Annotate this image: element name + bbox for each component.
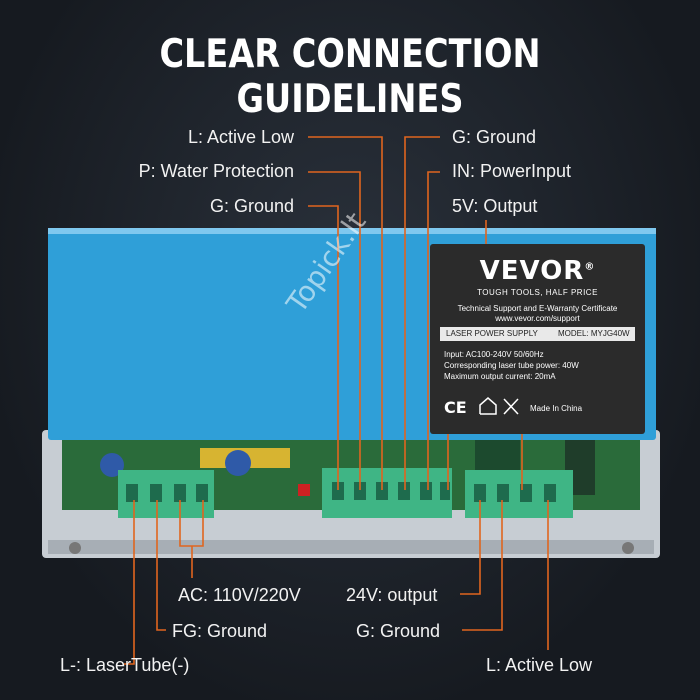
- label-url: www.vevor.com/support: [495, 314, 580, 323]
- screw-right: [622, 542, 634, 554]
- label-in-power-input: IN: PowerInput: [452, 161, 572, 181]
- casing-highlight: [48, 228, 656, 234]
- label-g-ground-right: G: Ground: [452, 127, 537, 147]
- label-l-active-low: L: Active Low: [187, 127, 294, 147]
- ce-mark: CE: [444, 398, 467, 417]
- label-support-line: Technical Support and E-Warranty Certifi…: [457, 304, 618, 313]
- capacitor-blue-2: [225, 450, 251, 476]
- screw-left: [69, 542, 81, 554]
- chassis-lip: [48, 540, 654, 554]
- page-title: CLEAR CONNECTION GUIDELINES: [159, 32, 541, 122]
- reset-button: [298, 484, 310, 496]
- label-fg-ground: FG: Ground: [172, 621, 268, 641]
- label-l-minus: L-: LaserTube(-): [60, 655, 190, 675]
- label-made-in: Made In China: [530, 404, 583, 413]
- label-max-current: Maximum output current: 20mA: [444, 372, 556, 381]
- label-24v-output: 24V: output: [346, 585, 438, 605]
- label-g-ground-bottom: G: Ground: [356, 621, 441, 641]
- label-l-active-low-bottom: L: Active Low: [486, 655, 593, 675]
- label-ac: AC: 110V/220V: [178, 585, 301, 605]
- vevor-tagline: TOUGH TOOLS, HALF PRICE: [477, 288, 598, 297]
- house-recycle-icon: [479, 397, 519, 415]
- label-product: LASER POWER SUPPLY: [446, 329, 538, 338]
- label-5v-output: 5V: Output: [452, 196, 538, 216]
- label-tube-power: Corresponding laser tube power: 40W: [444, 361, 579, 370]
- product-label: VEVOR® TOUGH TOOLS, HALF PRICE Technical…: [430, 244, 645, 434]
- vevor-logo: VEVOR®: [479, 256, 596, 286]
- label-g-ground-left: G: Ground: [209, 196, 294, 216]
- label-input: Input: AC100-240V 50/60Hz: [444, 350, 544, 359]
- label-model: MODEL: MYJG40W: [558, 329, 630, 338]
- label-product-strip: LASER POWER SUPPLY MODEL: MYJG40W: [440, 327, 635, 341]
- label-p-water-protection: P: Water Protection: [138, 161, 294, 181]
